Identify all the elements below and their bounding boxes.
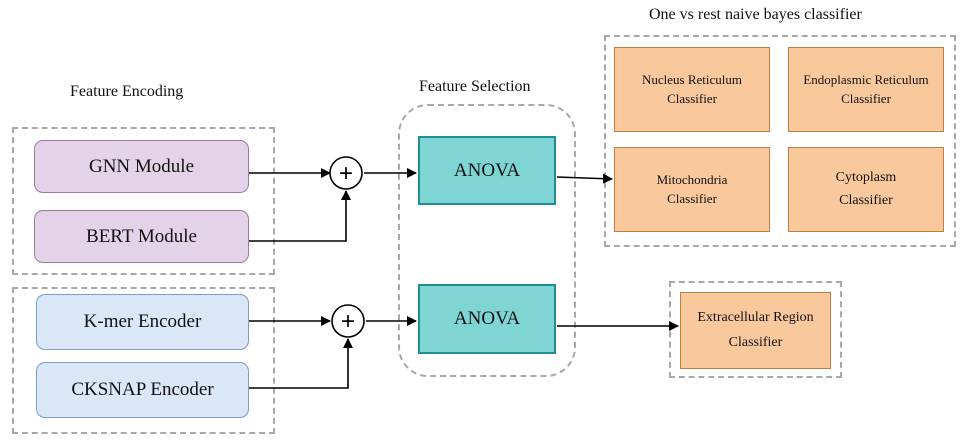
anova-top-label: ANOVA (453, 159, 521, 181)
feature-selection-group (398, 104, 576, 377)
sum-operator-bottom (331, 304, 365, 338)
kmer-encoder-label: K-mer Encoder (83, 311, 202, 332)
mitochondria-classifier-box: Mitochondria Classifier (614, 147, 770, 232)
extracellular-region-classifier-box: Extracellular Region Classifier (680, 292, 831, 369)
sum-operator-top (329, 156, 363, 190)
feature-encoding-group-bottom (12, 287, 275, 434)
cytoplasm-classifier-label: Cytoplasm Classifier (835, 170, 897, 208)
endoplasmic-reticulum-classifier-box: Endoplasmic Reticulum Classifier (788, 47, 944, 132)
anova-bottom-box: ANOVA (418, 284, 556, 354)
gnn-module-box: GNN Module (34, 140, 249, 193)
endoplasmic-reticulum-classifier-label: Endoplasmic Reticulum Classifier (803, 71, 929, 106)
plus-symbol-bottom: + (341, 308, 355, 335)
anova-top-box: ANOVA (418, 136, 556, 205)
anova-bottom-label: ANOVA (453, 308, 521, 329)
extracellular-region-classifier-label: Extracellular Region Classifier (697, 310, 814, 350)
nucleus-reticulum-classifier-label: Nucleus Reticulum Classifier (641, 71, 742, 106)
cytoplasm-classifier-box: Cytoplasm Classifier (788, 147, 944, 232)
bert-module-box: BERT Module (34, 210, 249, 263)
cksnap-to-sum-arrow (249, 338, 353, 389)
gnn-module-label: GNN Module (88, 155, 195, 177)
feature-selection-heading: Feature Selection (419, 78, 531, 95)
classifier-group-heading: One vs rest naive bayes classifier (649, 6, 862, 23)
classifier-group (604, 35, 956, 247)
bert-module-label: BERT Module (86, 225, 197, 247)
anova-top-to-classifiers-arrow (556, 173, 613, 184)
feature-encoding-group-top (12, 127, 275, 275)
bert-to-sum-arrow (249, 190, 351, 242)
feature-encoding-heading: Feature Encoding (70, 83, 184, 100)
nucleus-reticulum-classifier-box: Nucleus Reticulum Classifier (614, 47, 770, 132)
kmer-encoder-box: K-mer Encoder (36, 294, 249, 350)
mitochondria-classifier-label: Mitochondria Classifier (656, 171, 728, 206)
cksnap-encoder-box: CKSNAP Encoder (36, 362, 249, 418)
cksnap-encoder-label: CKSNAP Encoder (71, 379, 214, 400)
plus-symbol-top: + (339, 160, 353, 187)
